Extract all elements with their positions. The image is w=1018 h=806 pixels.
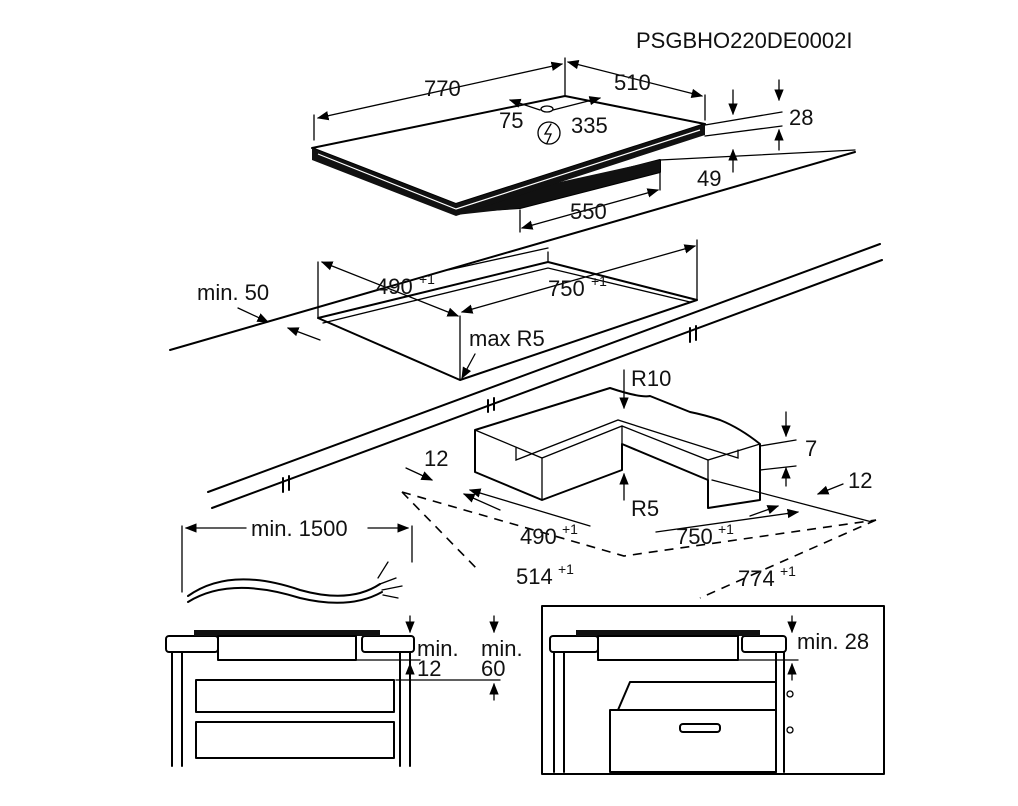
gap1-value: 12	[417, 656, 441, 681]
install-drawer-drawing: min. 12 min. 60	[165, 615, 523, 767]
gap2-label: min.	[481, 636, 523, 661]
hob-body	[217, 635, 357, 661]
dim-inner-depth-tol: +1	[562, 521, 578, 537]
dim-hob-thickness: 28	[789, 105, 813, 130]
dim-inner-width: 750	[676, 524, 713, 549]
dim-outer-radius: R10	[631, 366, 671, 391]
dim-outer-width-tol: +1	[780, 563, 796, 579]
dim-cable-length: min. 1500	[251, 516, 348, 541]
hob-frame	[312, 124, 705, 216]
dim-box-width: 550	[570, 199, 607, 224]
dim-rebate-right: 12	[848, 468, 872, 493]
dim-inner-radius: R5	[631, 496, 659, 521]
hob-drawing: 770 510 75 335 28 49 550	[311, 57, 856, 233]
dim-offset-right: 335	[571, 113, 608, 138]
oven-panel-frame	[541, 605, 885, 775]
dim-inner-width-tol: +1	[718, 521, 734, 537]
drawer	[195, 721, 395, 759]
dim-outer-depth-tol: +1	[558, 561, 574, 577]
oven	[617, 681, 777, 711]
dim-oven-clearance: min. 28	[797, 629, 869, 654]
drawer	[195, 679, 395, 713]
model-code: PSGBHO220DE0002I	[636, 28, 852, 53]
cable-drawing: min. 1500	[181, 516, 413, 604]
gap1-label: min.	[417, 636, 459, 661]
dim-inner-depth: 490	[520, 524, 557, 549]
dim-corner-radius: max R5	[469, 326, 545, 351]
dim-offset-left: 75	[499, 108, 523, 133]
flush-cutout-drawing: R10 R5 7 12 12 490 +1 750 +1 514 +1 774 …	[401, 366, 877, 599]
dim-cutout-depth-tol: +1	[419, 271, 435, 287]
electric-plug-icon	[537, 121, 561, 145]
dim-hob-width: 770	[424, 76, 461, 101]
oven-handle	[679, 723, 721, 733]
dim-cutout-depth: 490	[376, 274, 413, 299]
dim-cutout-width: 750	[548, 276, 585, 301]
install-oven-drawing: min. 28	[541, 605, 885, 775]
dim-box-height: 49	[697, 166, 721, 191]
dim-outer-depth: 514	[516, 564, 553, 589]
cable	[187, 578, 381, 597]
dim-rebate-depth: 7	[805, 436, 817, 461]
dim-edge-distance: min. 50	[197, 280, 269, 305]
dim-hob-depth: 510	[614, 70, 651, 95]
dim-rebate-left: 12	[424, 446, 448, 471]
dim-outer-width: 774	[738, 566, 775, 591]
dim-cutout-width-tol: +1	[591, 273, 607, 289]
worktop-cutout-drawing: 490 +1 750 +1 min. 50 max R5	[169, 151, 883, 509]
gap2-value: 60	[481, 656, 505, 681]
